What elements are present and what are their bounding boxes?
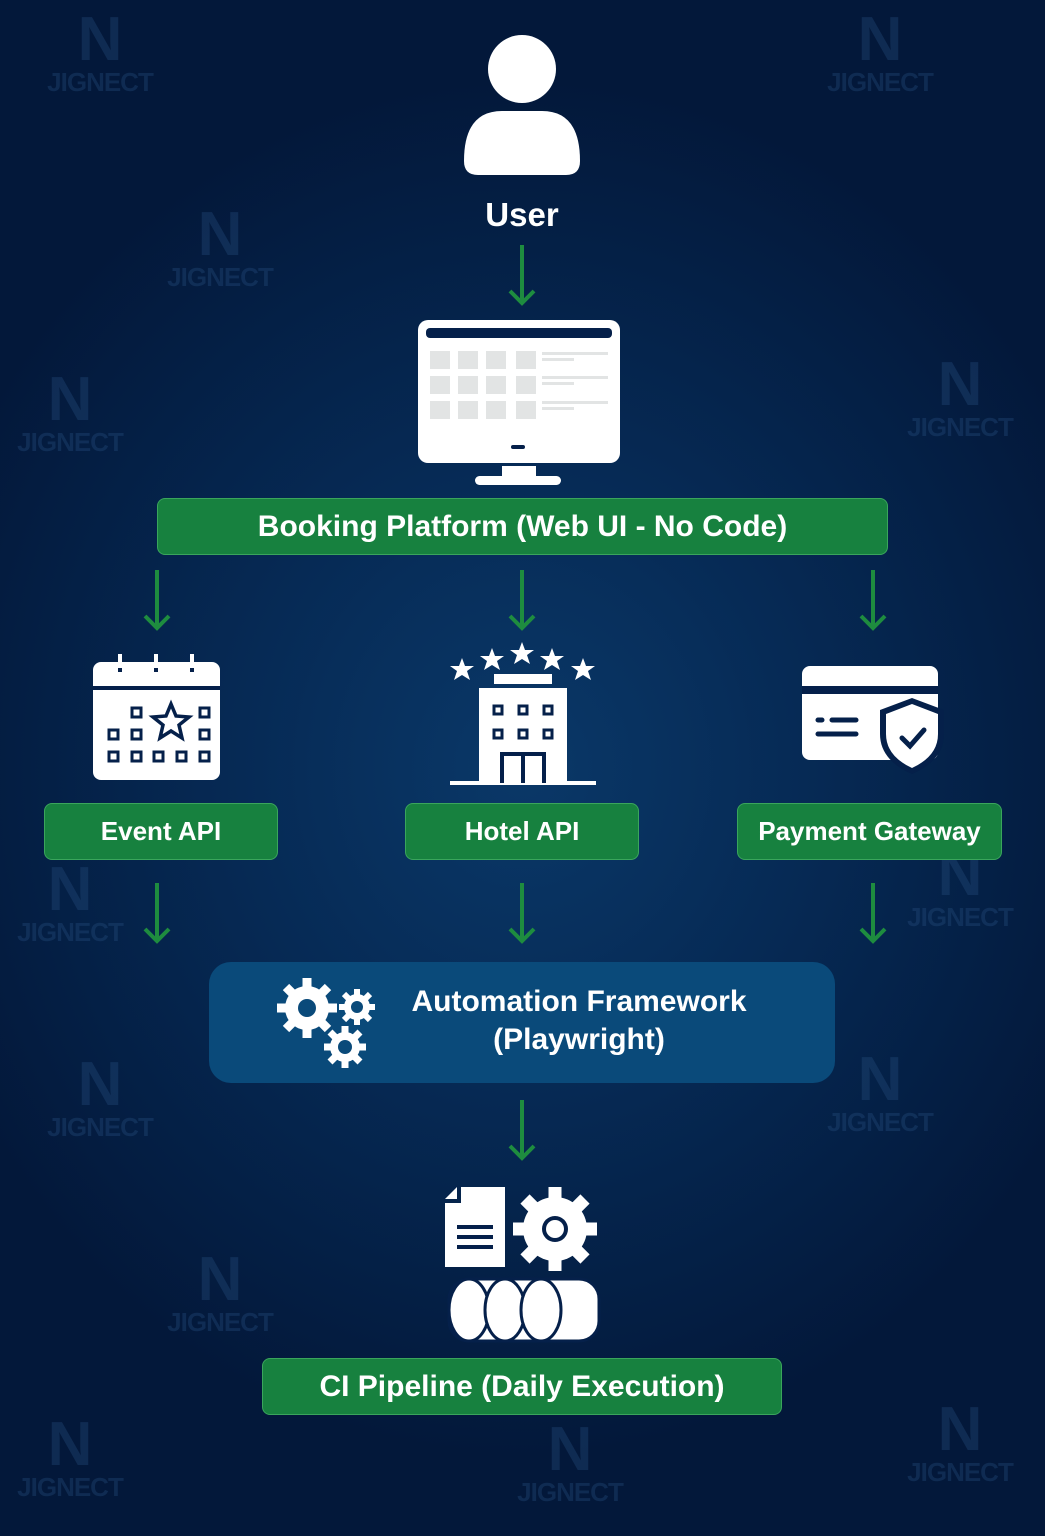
monitor-icon xyxy=(418,320,620,485)
gears-icon xyxy=(277,978,375,1068)
ci-pipeline-icon xyxy=(445,1187,601,1343)
arrow-down-icon xyxy=(143,883,171,944)
framework-title: Automation Framework xyxy=(411,985,747,1018)
arrow-down-icon xyxy=(508,1100,536,1161)
credit-card-shield-icon xyxy=(802,666,944,774)
payment-gateway-node: Payment Gateway xyxy=(737,803,1002,860)
arrow-down-icon xyxy=(508,245,536,306)
event-api-node: Event API xyxy=(44,803,278,860)
hotel-api-node: Hotel API xyxy=(405,803,639,860)
ci-pipeline-node: CI Pipeline (Daily Execution) xyxy=(262,1358,782,1415)
framework-subtitle: (Playwright) xyxy=(493,1023,665,1056)
arrow-down-icon xyxy=(508,883,536,944)
user-icon xyxy=(464,35,580,175)
calendar-star-icon xyxy=(93,654,220,780)
arrow-down-icon xyxy=(508,570,536,631)
automation-framework-node: Automation Framework (Playwright) xyxy=(209,962,835,1083)
booking-platform-node: Booking Platform (Web UI - No Code) xyxy=(157,498,888,555)
arrow-down-icon xyxy=(859,570,887,631)
user-label: User xyxy=(485,196,559,233)
arrow-down-icon xyxy=(143,570,171,631)
arrow-down-icon xyxy=(859,883,887,944)
hotel-icon xyxy=(450,642,596,785)
